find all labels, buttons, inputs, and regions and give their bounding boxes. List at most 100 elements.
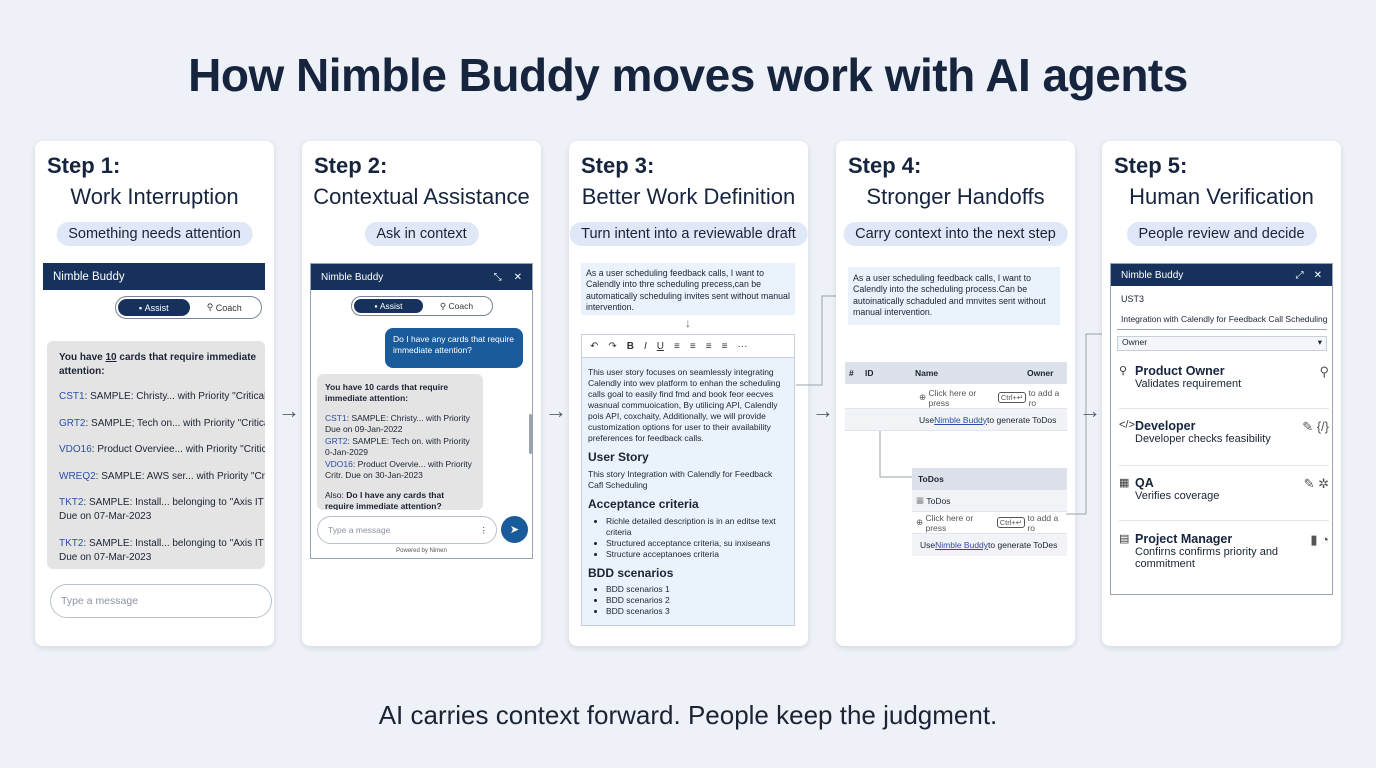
answer-followup: Also: Do I have any cards that require i…	[325, 489, 445, 510]
col-name: Name	[915, 368, 939, 378]
card-id-link[interactable]: CST1	[59, 391, 85, 402]
redo-icon[interactable]: ↷	[608, 340, 617, 352]
edit-bug-icon[interactable]: ✎ ✲	[1303, 476, 1329, 491]
work-table: # ID Name Owner ⊕ Click here or press Ct…	[845, 362, 1067, 432]
bdd-heading: BDD scenarios	[588, 565, 674, 580]
assist-coach-toggle[interactable]: ▪ Assist ⚲ Coach	[351, 296, 493, 316]
user-story-text: This story Integration with Calendly for…	[588, 468, 773, 490]
coach-label: Coach	[215, 302, 242, 313]
step-heading: Human Verification	[1129, 184, 1314, 209]
assist-tab[interactable]: ▪ Assist	[354, 299, 423, 313]
attention-item[interactable]: WREQ2: SAMPLE: AWS ser... with Priority …	[59, 470, 265, 484]
bdd-item: BDD scenarios 3	[606, 606, 788, 617]
owner-select[interactable]: Owner ▾	[1117, 336, 1327, 351]
line-text: : Product Overvie... with Priority	[352, 458, 472, 469]
bdd-list: BDD scenarios 1BDD scenarios 2BDD scenar…	[588, 584, 788, 617]
expand-icon[interactable]: ⤡	[493, 271, 502, 283]
close-icon[interactable]: ✕	[513, 271, 522, 283]
add-row[interactable]: ⊕ Click here or press Ctrl+↵ to add a ro	[845, 387, 1067, 409]
nimble-buddy-link[interactable]: Nimble Buddy	[935, 540, 989, 550]
role-developer[interactable]: </> Developer Developer checks feasibili…	[1119, 419, 1329, 466]
todo-row[interactable]: ▦ ToDos	[912, 490, 1067, 512]
line-text: : SAMPLE: Christy... with Priority	[346, 412, 470, 423]
acceptance-item: Structured acceptance criteria, su inxis…	[606, 538, 788, 549]
italic-icon[interactable]: I	[644, 340, 647, 352]
more-icon[interactable]: ···	[737, 340, 748, 352]
step-heading: Work Interruption	[70, 184, 239, 209]
step-label: Step 2:	[314, 153, 388, 178]
todo-table: ToDos ▦ ToDos ⊕ Click here or press Ctrl…	[912, 468, 1067, 556]
code-icon: </>	[1119, 419, 1135, 431]
titlebar-label: Nimble Buddy	[1121, 269, 1184, 281]
down-arrow-icon: ↓	[685, 316, 691, 330]
magnifier-icon[interactable]: ⚲	[1319, 364, 1329, 379]
powered-by: Powered by Nimen	[396, 548, 447, 554]
step-pill: Ask in context	[364, 222, 479, 246]
answer-line: VDO16: Product Overvie... with Priority	[325, 459, 475, 470]
close-icon[interactable]: ✕	[1313, 269, 1322, 281]
arrow-icon: →	[278, 398, 300, 423]
card-id-link[interactable]: TKT2	[59, 538, 84, 549]
coach-tab[interactable]: ⚲ Coach	[423, 299, 490, 313]
coach-icon: ⚲	[439, 300, 449, 311]
more-icon[interactable]: ⋮	[479, 524, 489, 535]
step-pill: People review and decide	[1126, 222, 1317, 246]
edit-code-icon[interactable]: ✎ {/}	[1302, 419, 1329, 434]
nimble-buddy-titlebar: Nimble Buddy	[43, 263, 265, 290]
card-id-link[interactable]: GRT2	[59, 417, 86, 429]
chart-icon[interactable]: ▮ ◔	[1310, 532, 1329, 547]
card-id-link[interactable]: VDO16	[325, 458, 353, 469]
expand-icon[interactable]: ⤢	[1295, 269, 1304, 281]
message-input[interactable]: Type a message ⋮	[317, 516, 497, 544]
send-button[interactable]: ➤	[501, 516, 528, 543]
card-id-link[interactable]: GRT2	[325, 435, 348, 446]
align-center-icon[interactable]: ≡	[689, 340, 696, 352]
answer-line: CST1: SAMPLE: Christy... with Priority	[325, 413, 475, 424]
role-product-owner[interactable]: ⚲ Product Owner Validates requirement ⚲	[1119, 364, 1329, 409]
step-label: Step 5:	[1114, 153, 1188, 178]
scrollbar[interactable]	[529, 414, 532, 454]
align-right-icon[interactable]: ≡	[705, 340, 712, 352]
line-text: : SAMPLE: Tech on. with Priority	[347, 435, 470, 446]
role-name: QA	[1135, 476, 1154, 490]
card-text: : SAMPLE; Tech on... with Priority "Crit…	[85, 417, 266, 429]
attention-item[interactable]: VDO16: Product Overviee... with Priority…	[59, 443, 265, 457]
underline-icon[interactable]: U	[656, 340, 665, 352]
role-project-manager[interactable]: ▤ Project Manager Confirns confirms prio…	[1119, 532, 1329, 582]
step-card-1: Step 1: Work Interruption Something need…	[35, 141, 274, 646]
card-id-link[interactable]: TKT2	[59, 497, 84, 508]
assist-tab[interactable]: ▪ Assist	[118, 299, 190, 316]
message-input[interactable]: Type a message	[50, 584, 272, 618]
nimble-buddy-link[interactable]: Nimble Buddy	[934, 414, 988, 425]
step-label: Step 1:	[47, 153, 121, 178]
align-justify-icon[interactable]: ≡	[721, 340, 728, 352]
role-qa[interactable]: ▦ QA Verifies coverage ✎ ✲	[1119, 476, 1329, 521]
todo-header: ToDos	[912, 468, 1067, 490]
card-id-link[interactable]: VDO16	[59, 444, 92, 455]
col-id: ID	[865, 368, 874, 378]
step-pill: Turn intent into a reviewable draft	[569, 222, 808, 246]
coach-tab[interactable]: ⚲ Coach	[190, 299, 260, 316]
bold-icon[interactable]: B	[626, 340, 635, 352]
connector-line	[879, 431, 912, 478]
col-owner: Owner	[1027, 368, 1054, 378]
undo-icon[interactable]: ↶	[590, 340, 599, 352]
card-text: : SAMPLE: Install... belonging to "Axis …	[83, 497, 265, 508]
assist-coach-toggle[interactable]: ▪ Assist ⚲ Coach	[115, 296, 262, 319]
story-name-field[interactable]: Integration with Calendly for Feedback C…	[1117, 314, 1327, 330]
attention-item[interactable]: CST1: SAMPLE: Christy... with Priority "…	[59, 390, 265, 404]
add-row[interactable]: ⊕ Click here or press Ctrl+↵ to add a ro	[912, 512, 1067, 534]
owner-select-value: Owner	[1122, 337, 1148, 347]
attention-item[interactable]: TKT2: SAMPLE: Install... belonging to "A…	[59, 496, 265, 523]
attention-item[interactable]: GRT2: SAMPLE; Tech on... with Priority "…	[59, 417, 265, 431]
card-id-link[interactable]: WREQ2	[59, 470, 96, 482]
message-placeholder: Type a message	[61, 595, 139, 607]
align-left-icon[interactable]: ≡	[674, 340, 680, 352]
chat-panel: Nimble Buddy ⤡✕ ▪ Assist ⚲ Coach Do I ha…	[310, 263, 533, 559]
acceptance-heading: Acceptance criteria	[588, 497, 699, 512]
card-text: : SAMPLE: Christy... with Priority "Crit…	[84, 391, 265, 402]
attention-item[interactable]: TKT2: SAMPLE: Install... belonging to "A…	[59, 537, 265, 564]
card-id-link[interactable]: CST1	[325, 412, 347, 423]
arrow-icon: →	[1079, 398, 1101, 423]
